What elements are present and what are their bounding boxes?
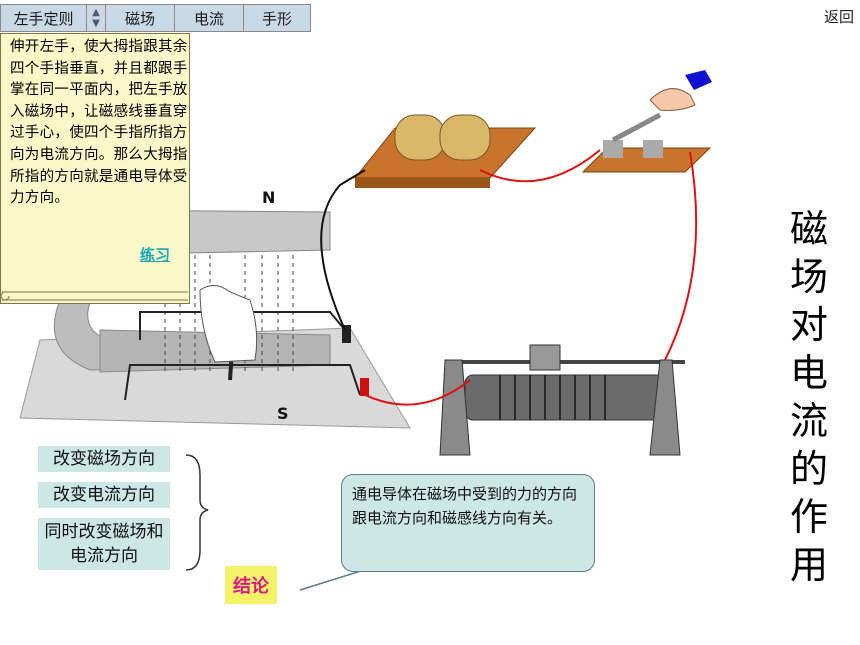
conclusion-bubble: 通电导体在磁场中受到的力的方向跟电流方向和磁感线方向有关。	[341, 474, 595, 572]
option-change-field-direction[interactable]: 改变磁场方向	[38, 446, 170, 472]
toolbar-item-magnetic-field[interactable]: 磁场	[105, 4, 175, 32]
page-title: 磁场对电流的作用	[789, 207, 828, 587]
scroll-curl-icon	[0, 291, 188, 301]
up-arrow-icon[interactable]: ▲	[92, 7, 100, 18]
rule-scroll-panel: 伸开左手，使大拇指跟其余四个手指垂直，并且都跟手掌在同一平面内，把左手放入磁场中…	[0, 33, 190, 304]
toolbar-item-current[interactable]: 电流	[174, 4, 244, 32]
practice-link[interactable]: 练习	[140, 246, 171, 264]
north-pole-label: N	[262, 188, 276, 207]
menu-spinner[interactable]: ▲ ▼	[86, 4, 106, 32]
down-arrow-icon[interactable]: ▼	[92, 18, 100, 29]
conclusion-button[interactable]: 结论	[225, 566, 277, 604]
back-link[interactable]: 返回	[823, 8, 854, 26]
top-toolbar: 左手定则 ▲ ▼ 磁场 电流 手形	[0, 4, 311, 32]
option-change-current-direction[interactable]: 改变电流方向	[38, 482, 170, 508]
rule-description: 伸开左手，使大拇指跟其余四个手指垂直，并且都跟手掌在同一平面内，把左手放入磁场中…	[10, 39, 188, 207]
south-pole-label: S	[277, 404, 289, 423]
option-change-both[interactable]: 同时改变磁场和电流方向	[38, 518, 170, 570]
left-hand-rule-menu[interactable]: 左手定则	[0, 4, 87, 32]
toolbar-item-hand-shape[interactable]: 手形	[243, 4, 311, 32]
